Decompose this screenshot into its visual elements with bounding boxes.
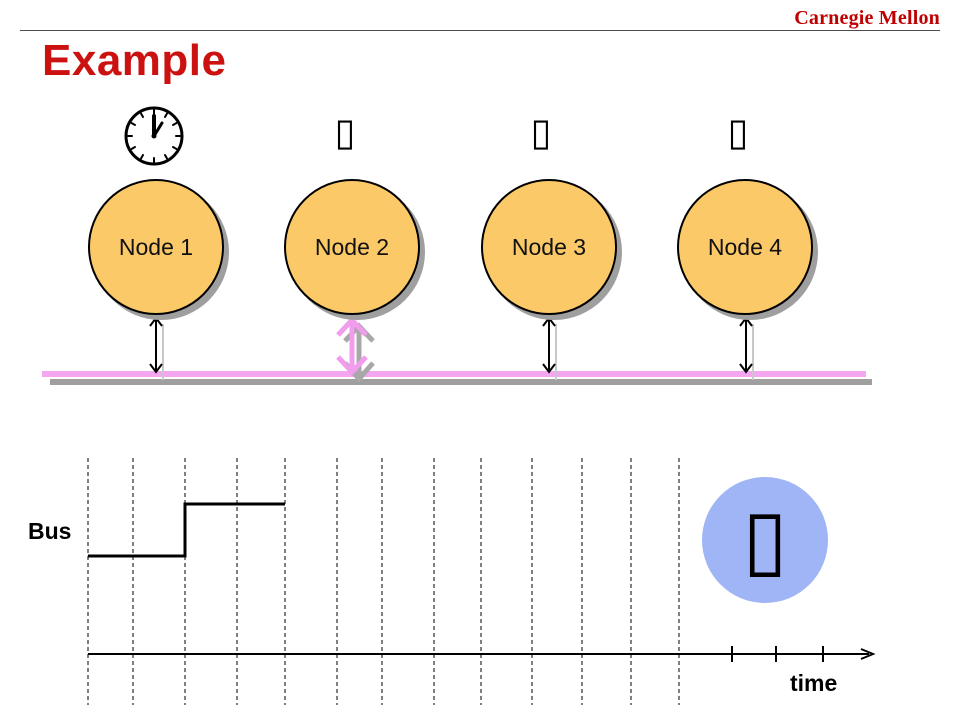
bus-label: Bus bbox=[28, 518, 72, 544]
node-4: Node 4 bbox=[677, 179, 813, 315]
bus-signal-trace bbox=[88, 502, 285, 558]
node-1: Node 1 bbox=[88, 179, 224, 315]
node-2-bus-arrow bbox=[336, 316, 375, 383]
node-1-bus-arrow bbox=[149, 316, 164, 380]
missing-glyph-icon: ▯ bbox=[530, 110, 552, 154]
brand-logo: Carnegie Mellon bbox=[794, 7, 940, 29]
node-2: Node 2 bbox=[284, 179, 420, 315]
node-label: Node 1 bbox=[118, 233, 194, 260]
node-3: Node 3 bbox=[481, 179, 617, 315]
time-label: time bbox=[790, 670, 838, 696]
page-title: Example bbox=[42, 36, 227, 85]
node-label: Node 2 bbox=[314, 233, 390, 260]
node-label: Node 3 bbox=[511, 233, 587, 260]
status-circle bbox=[702, 477, 828, 603]
node-3-bus-arrow bbox=[542, 316, 557, 380]
node-label: Node 4 bbox=[707, 233, 783, 260]
status-glyph-icon: ▯ bbox=[742, 492, 788, 587]
header-rule bbox=[20, 30, 940, 31]
node-4-bus-arrow bbox=[739, 316, 754, 380]
clock-icon bbox=[124, 106, 184, 166]
missing-glyph-icon: ▯ bbox=[334, 110, 356, 154]
time-axis bbox=[88, 646, 876, 662]
timing-gridlines bbox=[87, 458, 680, 705]
missing-glyph-icon: ▯ bbox=[727, 110, 749, 154]
